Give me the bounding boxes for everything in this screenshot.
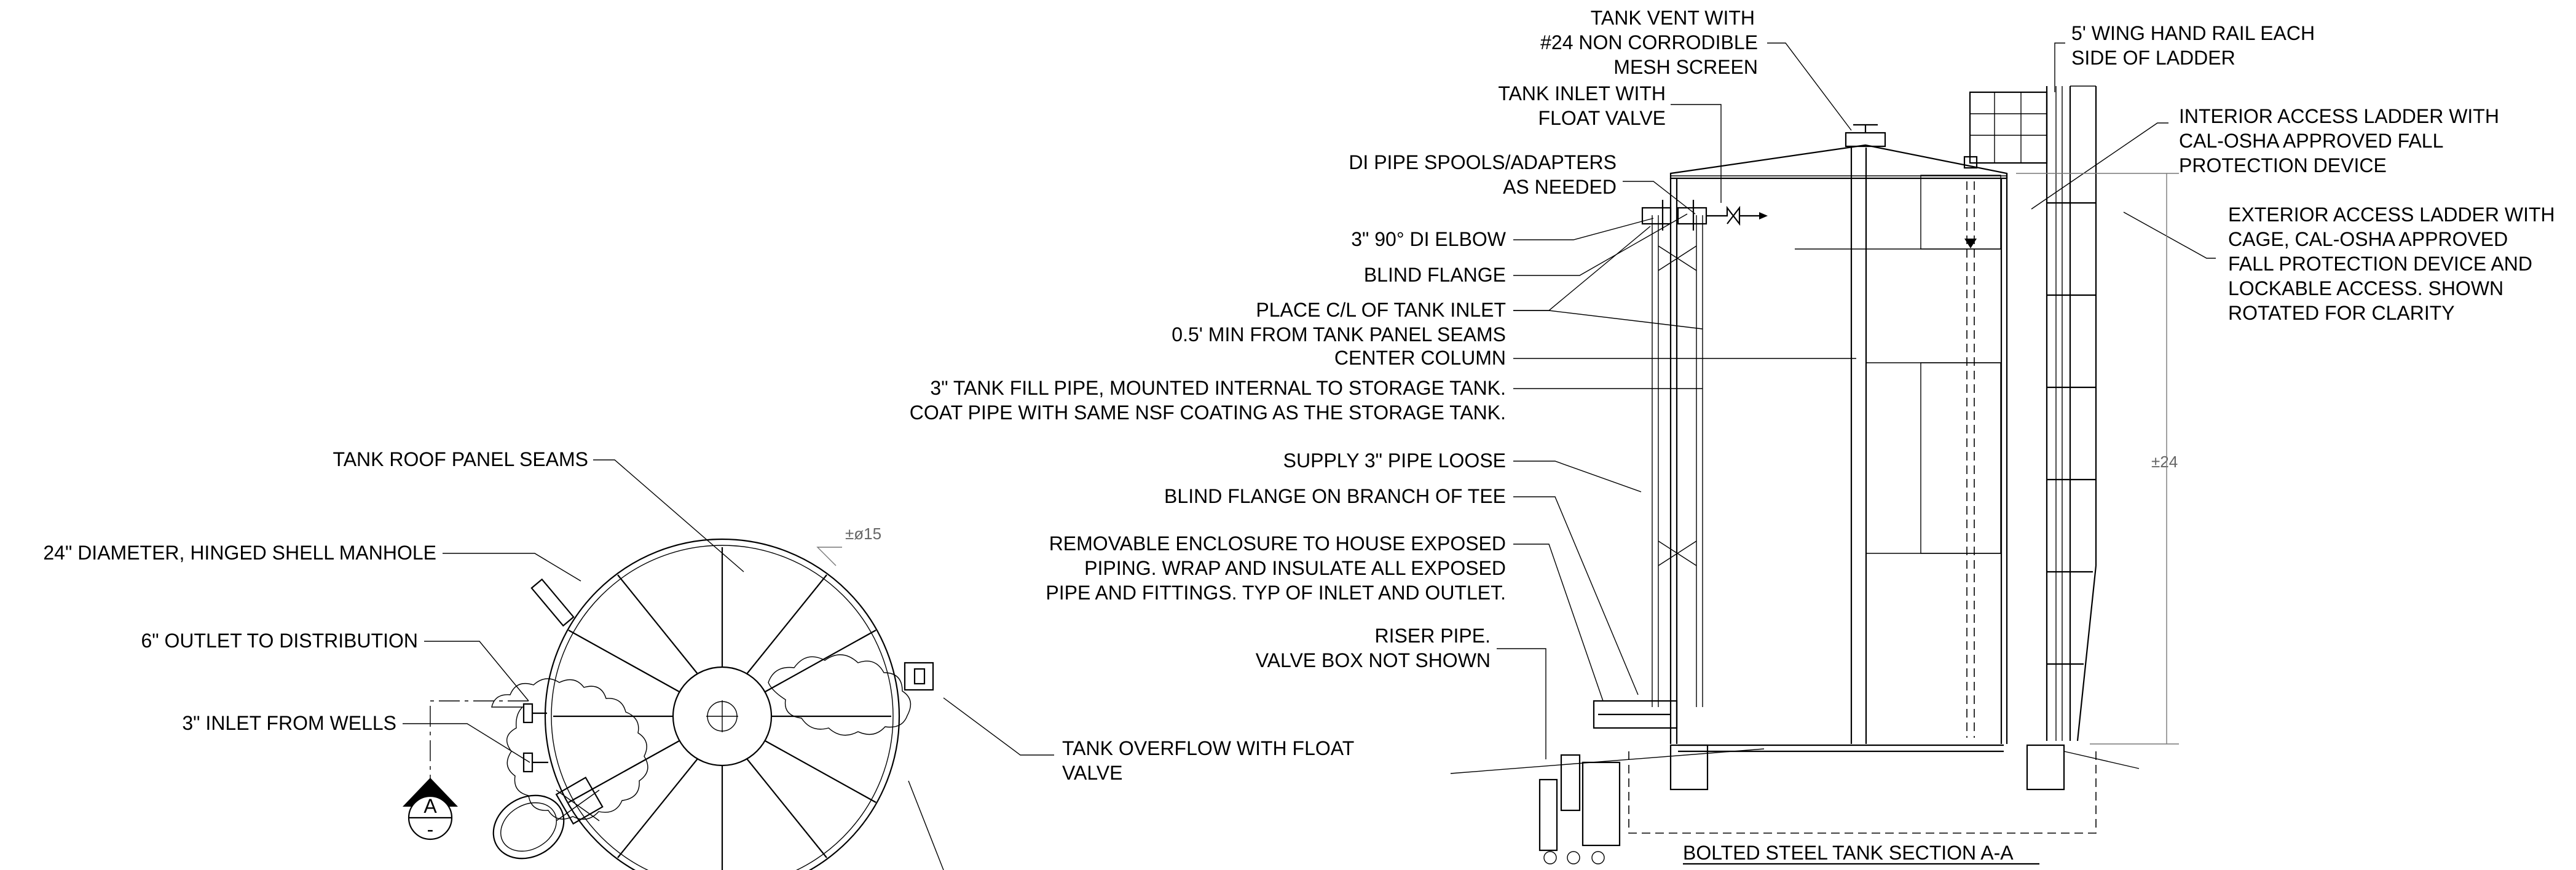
- svg-text:PIPING. WRAP AND INSULATE ALL: PIPING. WRAP AND INSULATE ALL EXPOSED: [1084, 557, 1506, 579]
- revision-cloud: [491, 678, 648, 820]
- pipe-break: [1658, 245, 1697, 271]
- note-exterior-ladder: EXTERIOR ACCESS LADDER WITH CAGE, CAL-OS…: [2228, 204, 2555, 324]
- svg-text:CAGE, CAL-OSHA APPROVED: CAGE, CAL-OSHA APPROVED: [2228, 228, 2508, 250]
- note-manhole: 24" DIAMETER, HINGED SHELL MANHOLE: [43, 542, 436, 564]
- note-place-cl: PLACE C/L OF TANK INLET 0.5' MIN FROM TA…: [1172, 299, 1506, 346]
- note-di-pipe: DI PIPE SPOOLS/ADAPTERS AS NEEDED: [1349, 151, 1617, 198]
- section-marker: A -: [403, 778, 458, 840]
- section-sheet: -: [427, 818, 434, 840]
- svg-text:TANK INLET WITH: TANK INLET WITH: [1498, 82, 1666, 105]
- svg-text:VALVE BOX NOT SHOWN: VALVE BOX NOT SHOWN: [1256, 649, 1491, 671]
- note-tank-vent: TANK VENT WITH #24 NON CORRODIBLE MESH S…: [1540, 7, 1758, 78]
- svg-text:TANK VENT WITH: TANK VENT WITH: [1591, 7, 1755, 29]
- svg-text:PLACE C/L OF TANK INLET: PLACE C/L OF TANK INLET: [1256, 299, 1506, 321]
- svg-text:SIDE OF LADDER: SIDE OF LADDER: [2071, 47, 2235, 69]
- svg-text:5' WING HAND RAIL EACH: 5' WING HAND RAIL EACH: [2071, 22, 2315, 44]
- svg-text:MESH SCREEN: MESH SCREEN: [1613, 56, 1758, 78]
- svg-text:RISER PIPE.: RISER PIPE.: [1375, 625, 1491, 647]
- svg-text:FALL PROTECTION DEVICE AND: FALL PROTECTION DEVICE AND: [2228, 253, 2532, 275]
- shell-manhole: [530, 578, 575, 627]
- note-enclosure: REMOVABLE ENCLOSURE TO HOUSE EXPOSED PIP…: [1046, 532, 1506, 604]
- svg-text:3" TANK FILL PIPE, MOUNTED INT: 3" TANK FILL PIPE, MOUNTED INTERNAL TO S…: [930, 377, 1506, 399]
- water-level-marker: [1964, 239, 1977, 248]
- svg-text:INTERIOR ACCESS LADDER WITH: INTERIOR ACCESS LADDER WITH: [2179, 105, 2499, 127]
- foundation: [1628, 744, 2140, 834]
- diameter-leader: [816, 547, 842, 566]
- outlet-nozzle: [522, 703, 547, 724]
- svg-text:LOCKABLE ACCESS. SHOWN: LOCKABLE ACCESS. SHOWN: [2228, 277, 2503, 299]
- note-fill-pipe: 3" TANK FILL PIPE, MOUNTED INTERNAL TO S…: [910, 377, 1506, 424]
- tank-plan-view: [430, 538, 934, 870]
- note-overflow: TANK OVERFLOW WITH FLOAT VALVE: [1062, 737, 1354, 784]
- section-cut-line: [430, 700, 529, 780]
- leader-lines: [403, 42, 2216, 870]
- svg-text:#24 NON CORRODIBLE: #24 NON CORRODIBLE: [1540, 31, 1758, 53]
- riser-assembly: [1538, 700, 1678, 864]
- note-roof-seams: TANK ROOF PANEL SEAMS: [333, 448, 588, 470]
- note-center-column: CENTER COLUMN: [1334, 347, 1506, 369]
- wing-hand-rail: [1963, 91, 2048, 169]
- svg-text:AS NEEDED: AS NEEDED: [1503, 176, 1617, 198]
- svg-text:PIPE AND FITTINGS. TYP OF INLE: PIPE AND FITTINGS. TYP OF INLET AND OUTL…: [1046, 582, 1506, 604]
- height-dimension-line: [2016, 173, 2179, 745]
- note-blind-flange: BLIND FLANGE: [1364, 264, 1506, 286]
- note-interior-ladder: INTERIOR ACCESS LADDER WITH CAL-OSHA APP…: [2179, 105, 2499, 176]
- diameter-dimension: ±ø15: [845, 524, 881, 543]
- svg-text:0.5' MIN FROM TANK PANEL SEAMS: 0.5' MIN FROM TANK PANEL SEAMS: [1172, 323, 1506, 346]
- inlet-nozzle: [522, 752, 548, 773]
- interior-ladder: [1966, 181, 1975, 738]
- svg-text:FLOAT VALVE: FLOAT VALVE: [1538, 107, 1666, 129]
- roof-vent: [1845, 124, 1886, 148]
- exterior-ladder: [2046, 85, 2097, 741]
- note-elbow: 3" 90° DI ELBOW: [1351, 228, 1507, 250]
- section-title: BOLTED STEEL TANK SECTION A-A: [1683, 842, 2014, 864]
- note-blind-flange-tee: BLIND FLANGE ON BRANCH OF TEE: [1164, 485, 1506, 507]
- roof-panel-seams: [553, 547, 891, 870]
- tank-section-view: [1538, 85, 2179, 864]
- svg-text:DI PIPE SPOOLS/ADAPTERS: DI PIPE SPOOLS/ADAPTERS: [1349, 151, 1617, 173]
- inlet-piping: [1641, 200, 1768, 231]
- svg-text:ROTATED FOR CLARITY: ROTATED FOR CLARITY: [2228, 302, 2455, 324]
- note-wing-rail: 5' WING HAND RAIL EACH SIDE OF LADDER: [2071, 22, 2315, 69]
- svg-text:PROTECTION DEVICE: PROTECTION DEVICE: [2179, 154, 2387, 176]
- note-riser: RISER PIPE. VALVE BOX NOT SHOWN: [1256, 625, 1491, 671]
- tank-shell-circle: [544, 538, 900, 870]
- platform: [492, 777, 604, 860]
- svg-text:REMOVABLE ENCLOSURE TO HOUSE E: REMOVABLE ENCLOSURE TO HOUSE EXPOSED: [1049, 532, 1506, 555]
- note-supply-pipe: SUPPLY 3" PIPE LOOSE: [1283, 449, 1506, 472]
- height-dimension: ±24: [2151, 453, 2178, 471]
- svg-text:TANK OVERFLOW WITH FLOAT: TANK OVERFLOW WITH FLOAT: [1062, 737, 1354, 759]
- svg-text:CAL-OSHA APPROVED FALL: CAL-OSHA APPROVED FALL: [2179, 130, 2443, 152]
- svg-text:VALVE: VALVE: [1062, 762, 1122, 784]
- note-outlet: 6" OUTLET TO DISTRIBUTION: [141, 630, 418, 652]
- note-inlet-wells: 3" INLET FROM WELLS: [182, 712, 396, 734]
- note-tank-inlet: TANK INLET WITH FLOAT VALVE: [1498, 82, 1666, 129]
- svg-text:EXTERIOR ACCESS LADDER WITH: EXTERIOR ACCESS LADDER WITH: [2228, 204, 2555, 226]
- svg-text:COAT PIPE WITH SAME NSF COATIN: COAT PIPE WITH SAME NSF COATING AS THE S…: [910, 401, 1506, 424]
- section-letter: A: [423, 795, 437, 817]
- overflow-nozzle: [904, 662, 934, 691]
